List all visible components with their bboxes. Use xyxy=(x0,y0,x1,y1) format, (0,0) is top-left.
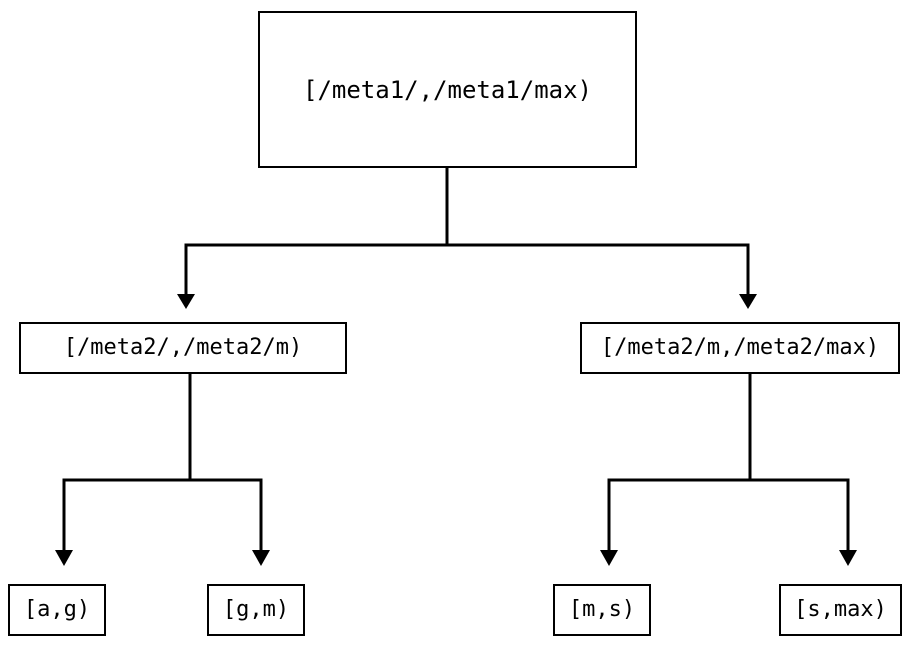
arrowhead-icon xyxy=(177,294,195,309)
tree-node-root[interactable]: [/meta1/,/meta1/max) xyxy=(258,11,637,168)
tree-node-leaf-s-max[interactable]: [s,max) xyxy=(779,584,902,636)
tree-node-leaf-a-g-label: [a,g) xyxy=(23,597,91,622)
arrowhead-icon xyxy=(252,550,270,566)
arrowhead-icon xyxy=(55,550,73,566)
tree-node-leaf-m-s[interactable]: [m,s) xyxy=(553,584,651,636)
tree-node-mid-left-label: [/meta2/,/meta2/m) xyxy=(63,335,303,360)
edge-root-to-mid-right xyxy=(445,168,757,309)
arrowhead-icon xyxy=(600,550,618,566)
tree-node-mid-right-label: [/meta2/m,/meta2/max) xyxy=(600,335,880,360)
tree-node-mid-right[interactable]: [/meta2/m,/meta2/max) xyxy=(580,322,900,374)
tree-node-root-label: [/meta1/,/meta1/max) xyxy=(303,75,592,104)
edge-mid-right-to-m-s xyxy=(600,374,752,566)
arrowhead-icon xyxy=(839,550,857,566)
edge-mid-left-to-g-m xyxy=(188,374,270,566)
edge-mid-right-to-s-max xyxy=(748,374,857,566)
tree-node-leaf-g-m-label: [g,m) xyxy=(222,597,290,622)
tree-node-leaf-g-m[interactable]: [g,m) xyxy=(207,584,305,636)
tree-node-mid-left[interactable]: [/meta2/,/meta2/m) xyxy=(19,322,347,374)
tree-node-leaf-m-s-label: [m,s) xyxy=(568,597,636,622)
edge-mid-left-to-a-g xyxy=(55,374,192,566)
edge-root-to-mid-left xyxy=(177,168,449,309)
tree-node-leaf-a-g[interactable]: [a,g) xyxy=(8,584,106,636)
tree-node-leaf-s-max-label: [s,max) xyxy=(794,597,887,622)
arrowhead-icon xyxy=(739,294,757,309)
